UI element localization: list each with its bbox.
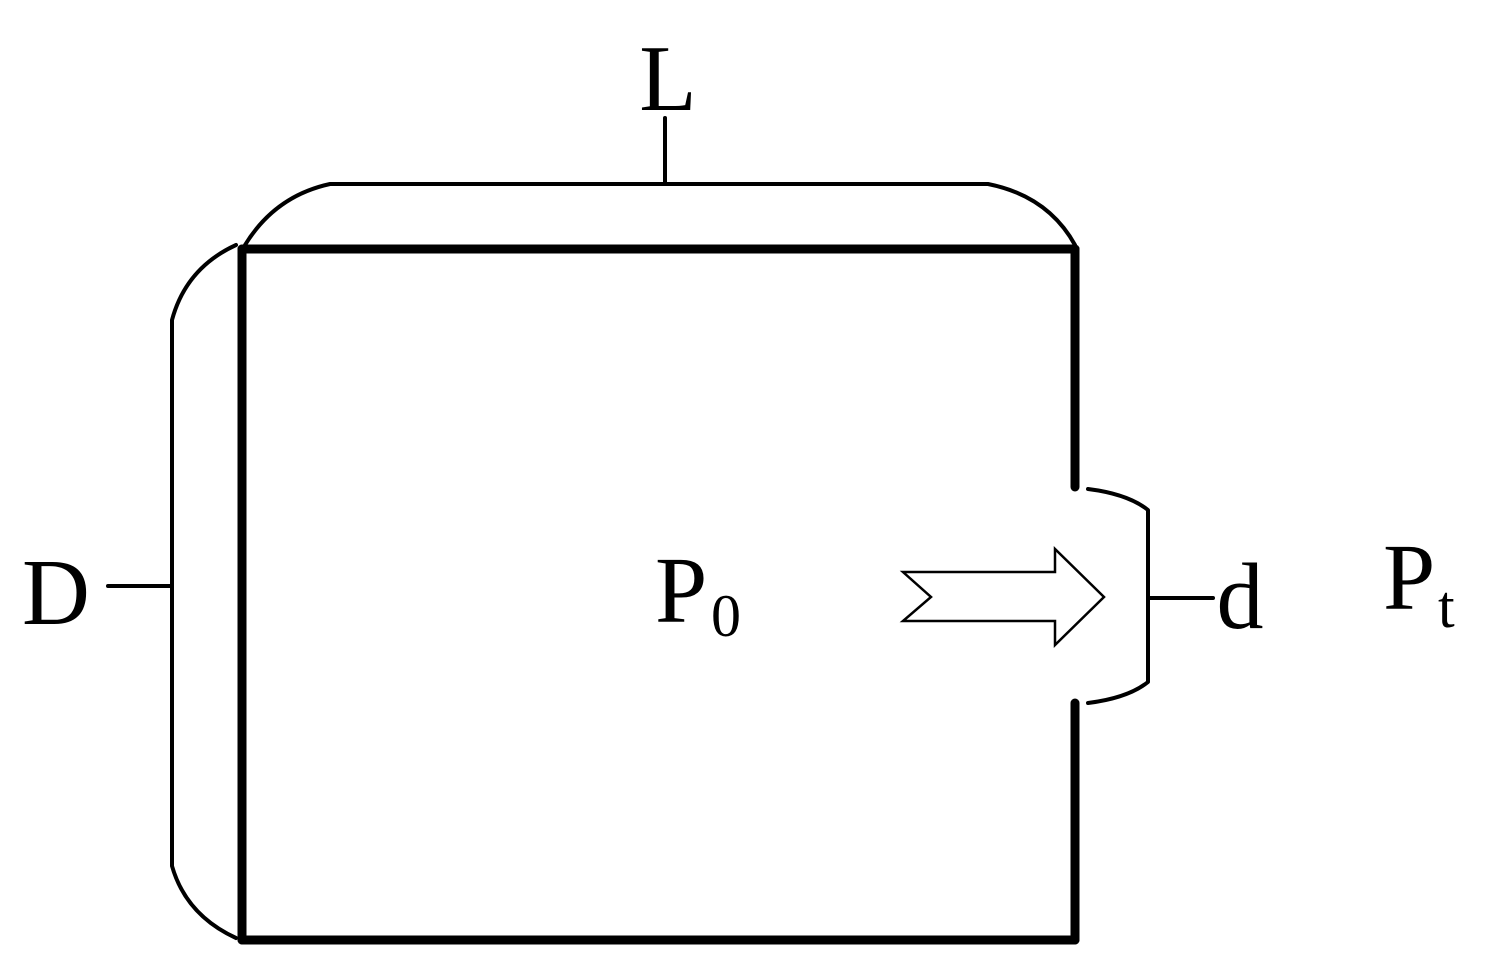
length-label: L	[639, 27, 696, 131]
outer-pressure-symbol: P	[1383, 526, 1435, 630]
dimension-brackets	[106, 116, 1215, 940]
diameter-bracket	[170, 243, 238, 940]
outer-pressure-label: P t	[1383, 526, 1455, 640]
inner-pressure-label: P 0	[655, 539, 741, 649]
vessel	[237, 244, 1080, 945]
diameter-label: D	[22, 541, 90, 645]
outflow-arrow-icon	[899, 546, 1106, 648]
orifice-diameter-label: d	[1217, 545, 1264, 649]
inner-pressure-symbol: P	[655, 539, 707, 643]
inner-pressure-subscript: 0	[711, 583, 741, 649]
outer-pressure-subscript: t	[1438, 574, 1455, 640]
length-bracket	[243, 182, 1077, 247]
